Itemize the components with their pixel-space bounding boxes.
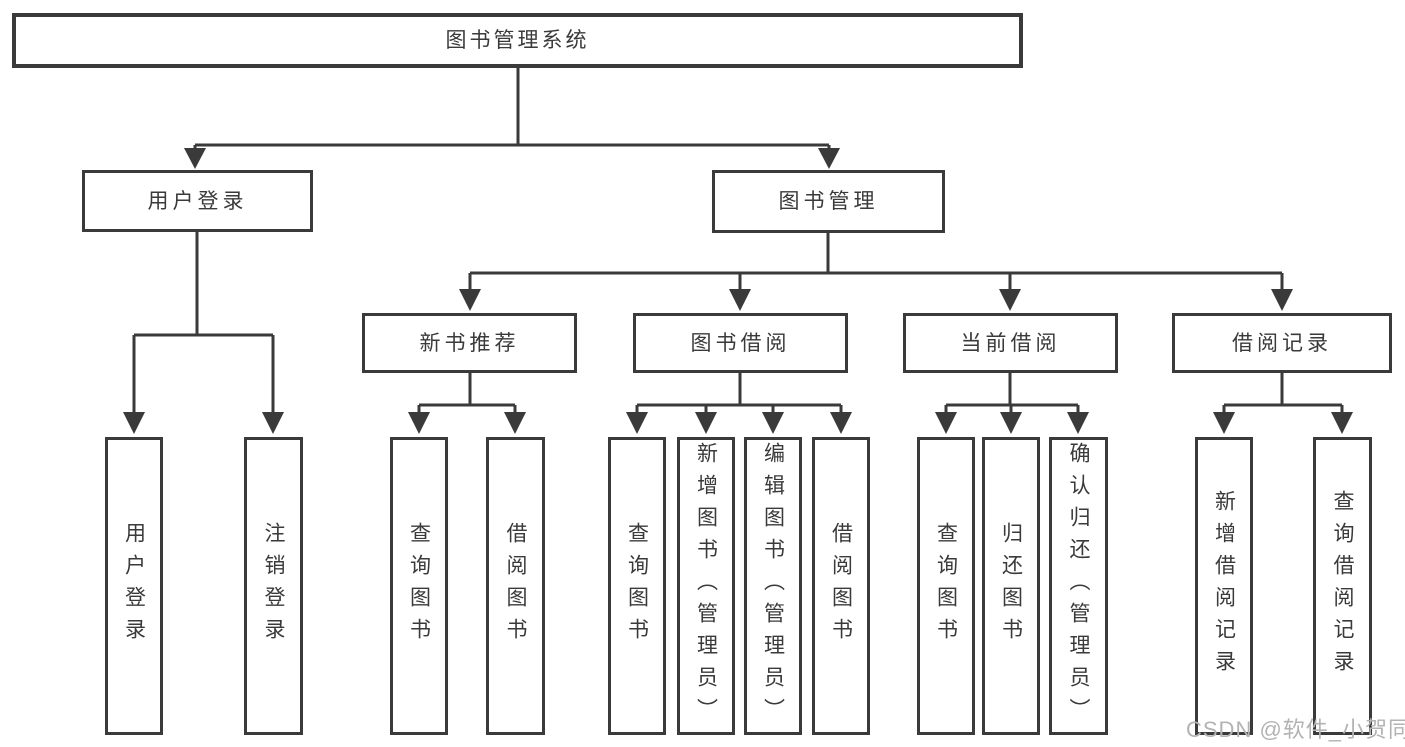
- node-user-login: 用户登录: [82, 170, 313, 232]
- leaf-label: 查询图书: [407, 522, 431, 650]
- node-label: 用户登录: [147, 189, 248, 213]
- node-label: 借阅记录: [1232, 331, 1332, 355]
- leaf-label: 用户登录: [122, 522, 146, 650]
- leaf-add-book-admin: 新增图书（管理员）: [677, 437, 735, 735]
- connector-book-borrow-to-leaves: [626, 373, 852, 434]
- connector-new-book-recommend-to-leaves: [408, 373, 526, 434]
- leaf-query-books-1: 查询图书: [390, 437, 448, 735]
- leaf-label: 查询图书: [625, 522, 649, 650]
- leaf-label: 编辑图书（管理员）: [761, 442, 785, 730]
- node-book-management: 图书管理: [712, 170, 945, 233]
- leaf-edit-book-admin: 编辑图书（管理员）: [744, 437, 802, 735]
- node-library-management-system: 图书管理系统: [12, 13, 1023, 68]
- leaf-label: 借阅图书: [504, 522, 527, 650]
- leaf-return-books: 归还图书: [982, 437, 1040, 735]
- leaf-add-borrow-record: 新增借阅记录: [1195, 437, 1253, 735]
- leaf-label: 新增图书（管理员）: [694, 442, 718, 730]
- leaf-query-borrow-record: 查询借阅记录: [1313, 437, 1372, 735]
- node-borrow-record: 借阅记录: [1172, 313, 1392, 373]
- leaf-label: 归还图书: [999, 522, 1023, 650]
- node-label: 新书推荐: [419, 331, 520, 355]
- leaf-borrow-books-2: 借阅图书: [812, 437, 870, 735]
- node-label: 当前借阅: [960, 331, 1061, 355]
- node-book-borrow: 图书借阅: [633, 313, 848, 373]
- leaf-query-books-3: 查询图书: [917, 437, 975, 735]
- connector-current-borrow-to-leaves: [935, 373, 1089, 434]
- leaf-logout: 注销登录: [244, 437, 303, 735]
- connector-user-login-to-leaves: [123, 232, 284, 434]
- node-current-borrow: 当前借阅: [903, 313, 1118, 373]
- leaf-label: 借阅图书: [829, 522, 853, 650]
- node-label: 图书管理系统: [445, 29, 590, 52]
- connector-root-to-level1: [184, 68, 840, 169]
- leaf-label: 注销登录: [262, 522, 285, 650]
- leaf-label: 新增借阅记录: [1212, 490, 1236, 682]
- leaf-borrow-books-1: 借阅图书: [486, 437, 545, 735]
- leaf-query-books-2: 查询图书: [608, 437, 666, 735]
- leaf-label: 查询借阅记录: [1331, 490, 1354, 682]
- leaf-label: 确认归还（管理员）: [1067, 442, 1090, 730]
- node-label: 图书借阅: [690, 331, 791, 355]
- connector-borrow-record-to-leaves: [1213, 373, 1353, 434]
- connector-book-management-to-level2: [459, 233, 1293, 311]
- node-new-book-recommend: 新书推荐: [362, 313, 577, 373]
- watermark-text: CSDN @软件_小贺同学: [1186, 717, 1405, 742]
- leaf-label: 查询图书: [934, 522, 958, 650]
- leaf-confirm-return-admin: 确认归还（管理员）: [1049, 437, 1108, 735]
- leaf-user-login: 用户登录: [105, 437, 163, 735]
- node-label: 图书管理: [778, 190, 879, 213]
